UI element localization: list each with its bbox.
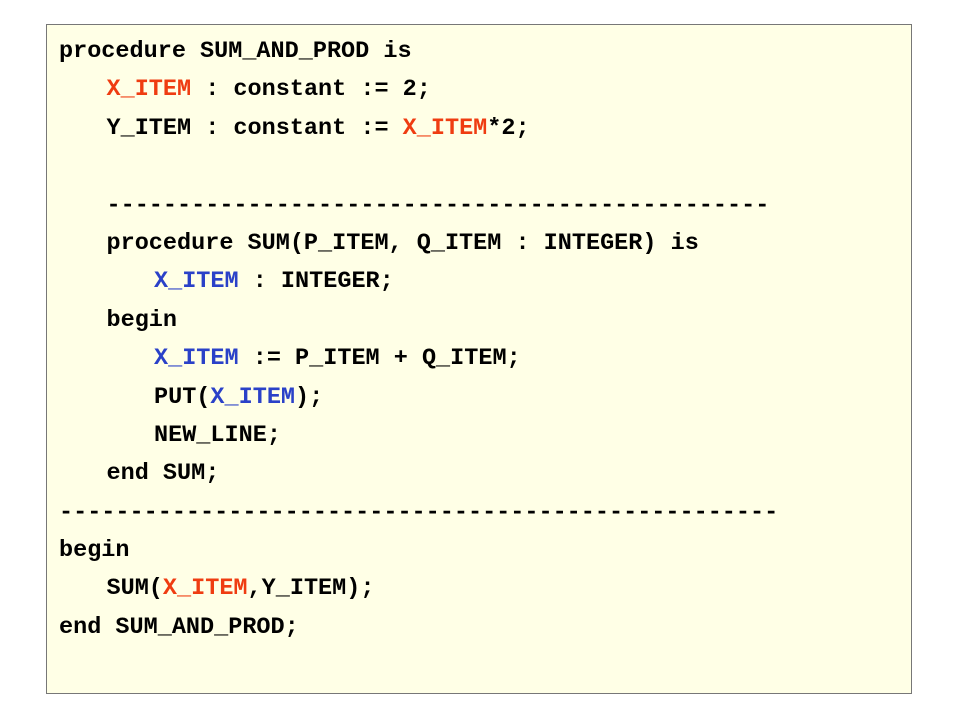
code-line: end SUM_AND_PROD;: [59, 609, 778, 647]
code-line: procedure SUM(P_ITEM, Q_ITEM : INTEGER) …: [59, 225, 778, 263]
code-token: ----------------------------------------…: [106, 191, 770, 219]
code-line: begin: [59, 532, 778, 570]
code-token: ,Y_ITEM);: [247, 575, 375, 603]
code-line: PUT(X_ITEM);: [59, 379, 778, 417]
code-line: X_ITEM : INTEGER;: [59, 263, 778, 301]
code-line: X_ITEM : constant := 2;: [59, 71, 778, 109]
code-line: SUM(X_ITEM,Y_ITEM);: [59, 570, 778, 608]
code-line: X_ITEM := P_ITEM + Q_ITEM;: [59, 340, 778, 378]
code-token: end SUM_AND_PROD;: [59, 613, 299, 641]
code-token: Y_ITEM : constant :=: [106, 114, 403, 142]
code-token: : INTEGER;: [238, 268, 394, 296]
code-token: := P_ITEM + Q_ITEM;: [238, 345, 521, 373]
local-variable-token: X_ITEM: [154, 268, 239, 296]
code-line: begin: [59, 302, 778, 340]
code-token: procedure SUM_AND_PROD is: [59, 38, 412, 65]
code-token: NEW_LINE;: [154, 421, 281, 449]
code-token: begin: [59, 537, 130, 565]
code-token: ----------------------------------------…: [59, 498, 779, 526]
code-line: ----------------------------------------…: [59, 494, 778, 532]
code-token: begin: [106, 306, 178, 334]
code-token: );: [295, 383, 324, 411]
code-line: ----------------------------------------…: [59, 187, 778, 225]
code-token: SUM(: [106, 575, 163, 603]
code-line: procedure SUM_AND_PROD is: [59, 33, 778, 71]
code-token: PUT(: [154, 383, 211, 411]
code-token: end SUM;: [106, 460, 220, 488]
outer-constant-token: X_ITEM: [402, 114, 488, 142]
local-variable-token: X_ITEM: [154, 345, 239, 373]
outer-constant-token: X_ITEM: [162, 575, 248, 603]
code-line: end SUM;: [59, 455, 778, 493]
code-token: procedure SUM(P_ITEM, Q_ITEM : INTEGER) …: [106, 229, 699, 257]
local-variable-token: X_ITEM: [210, 383, 296, 411]
code-line: NEW_LINE;: [59, 417, 778, 455]
code-line: Y_ITEM : constant := X_ITEM*2;: [59, 110, 778, 148]
code-listing: procedure SUM_AND_PROD is X_ITEM : consta…: [59, 33, 778, 647]
code-token: : constant := 2;: [191, 76, 431, 104]
code-line: [59, 148, 778, 186]
code-panel: procedure SUM_AND_PROD is X_ITEM : consta…: [46, 24, 912, 694]
code-token: *2;: [487, 114, 530, 142]
outer-constant-token: X_ITEM: [106, 76, 192, 104]
